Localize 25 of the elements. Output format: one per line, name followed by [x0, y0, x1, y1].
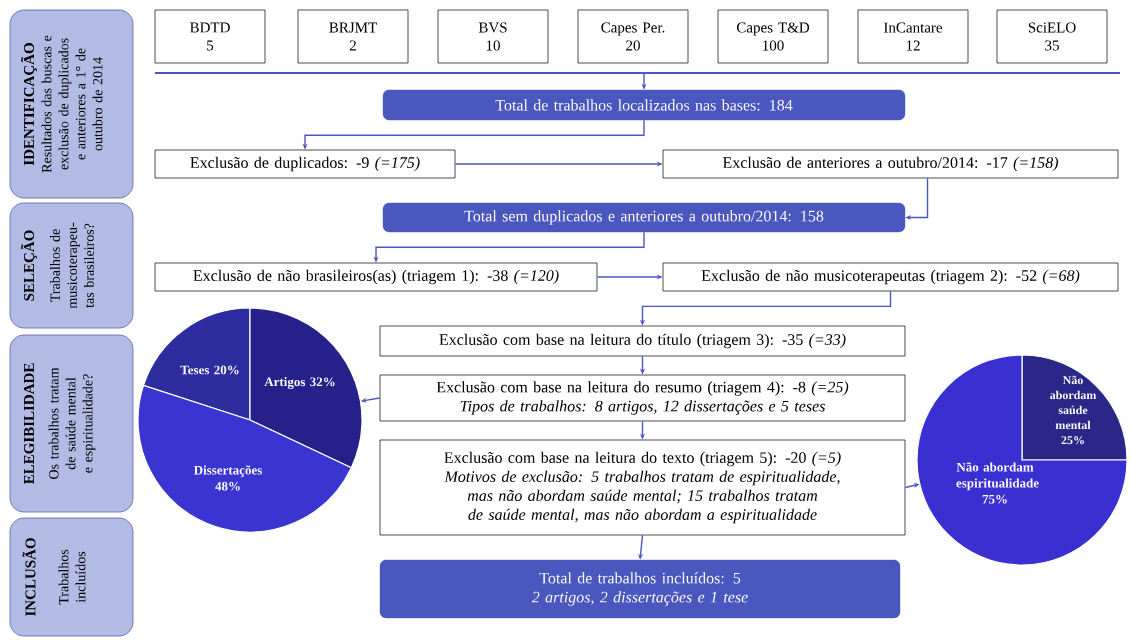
- stage-band: ELEGIBILIDADE Os trabalhos tratam de saúde mental e espiritualidade?: [9, 334, 134, 513]
- stage-band: INCLUSÃO Trabalhos incluídos: [9, 517, 134, 637]
- total-box: Total de trabalhos localizados nas bases: 184: [382, 89, 906, 121]
- total-box: Total de trabalhos incluídos: 5 2 artigos, 2 dissertações e 1 tese: [379, 559, 901, 619]
- pie-chart-drawing: Teses 20% Artigos 32% Dissertações 48%: [137, 307, 363, 533]
- database-box: Capes T&D 100: [717, 9, 829, 64]
- database-box: BRJMT 2: [297, 9, 409, 64]
- process-box: Exclusão com base na leitura do título (triagem 3): -35 (=33): [379, 325, 906, 357]
- process-box: Exclusão de não brasileiros(as) (triagem 1): -38 (=120): [154, 262, 598, 292]
- database-box: InCantare 12: [857, 9, 969, 64]
- process-box: Exclusão com base na leitura do texto (triagem 5): -20 (=5) Motivos de exclusão: 5 trabalhos tratam de espiritualidade, mas não abordam saúde mental; 15 trabalhos tratam de saúde mental, mas não abordam a espiritualidade: [379, 439, 906, 536]
- database-box: BDTD 5: [154, 9, 266, 64]
- stage-band: IDENTIFICAÇÃO Resultados das buscas e exclusão de duplicados e anteriores a 1° de outubro de 2014: [9, 9, 134, 199]
- process-box: Exclusão de duplicados: -9 (=175): [154, 149, 456, 179]
- total-box: Total sem duplicados e anteriores a outubro/2014: 158: [382, 202, 906, 233]
- stage-band: SELEÇÃO Trabalhos de musicoterapeu-tas brasileiros?: [9, 202, 134, 329]
- bar-line: [155, 72, 1120, 74]
- database-box: Capes Per. 20: [577, 9, 689, 64]
- pie-chart-drawing: Não abordam saúde mental 25% Não abordam espiritualidade 75%: [916, 354, 1128, 566]
- node-label: Teses 20%: [180, 365, 239, 375]
- process-box: Exclusão de anteriores a outubro/2014: -17 (=158): [662, 149, 1119, 179]
- process-box: Exclusão com base na leitura do resumo (triagem 4): -8 (=25) Tipos de trabalhos: 8 artigos, 12 dissertações e 5 teses: [379, 374, 906, 422]
- database-box: BVS 10: [437, 9, 549, 64]
- database-box: SciELO 35: [996, 9, 1108, 64]
- process-box: Exclusão de não musicoterapeutas (triagem 2): -52 (=68): [662, 262, 1119, 292]
